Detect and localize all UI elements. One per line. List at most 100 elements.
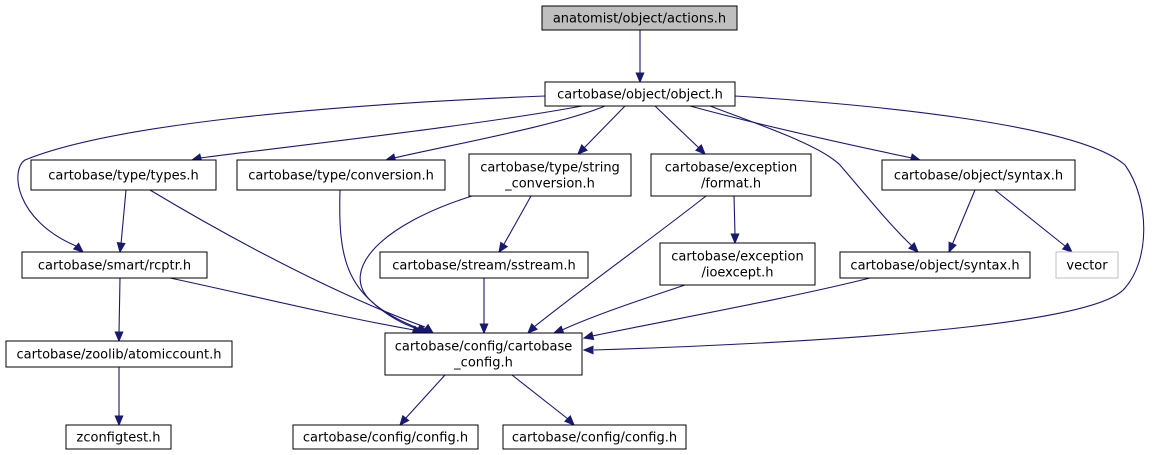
node-box bbox=[541, 5, 738, 31]
edge-line bbox=[359, 195, 473, 330]
node-types[interactable]: cartobase/type/types.h bbox=[30, 159, 217, 191]
node-stringconv[interactable]: cartobase/type/string_conversion.h bbox=[468, 153, 632, 197]
node-atomic[interactable]: cartobase/zoolib/atomiccount.h bbox=[5, 340, 233, 368]
edge-types-to-rcptr bbox=[116, 189, 127, 254]
edge-line bbox=[404, 374, 446, 420]
edge-line bbox=[511, 374, 569, 420]
node-zconfig[interactable]: zconfigtest.h bbox=[65, 424, 172, 450]
node-label: _config.h bbox=[453, 356, 513, 371]
node-box bbox=[502, 424, 687, 450]
edge-object-to-types bbox=[190, 105, 583, 163]
node-config2[interactable]: cartobase/config/config.h bbox=[502, 424, 687, 450]
edge-line bbox=[951, 189, 976, 246]
edge-atomic-to-zconfig bbox=[114, 367, 124, 427]
edge-syntax2-to-cbconfig bbox=[582, 277, 871, 341]
node-label: zconfigtest.h bbox=[77, 431, 161, 446]
node-label: cartobase/object/syntax.h bbox=[850, 259, 1019, 274]
arrow-head bbox=[1061, 242, 1073, 253]
arrow-head bbox=[498, 241, 509, 254]
node-label: cartobase/type/types.h bbox=[48, 169, 198, 184]
node-label: cartobase/object/syntax.h bbox=[894, 169, 1063, 184]
nodes-layer: anatomist/object/actions.h cartobase/obje… bbox=[5, 5, 1119, 450]
node-box bbox=[839, 251, 1031, 279]
node-actions: anatomist/object/actions.h bbox=[541, 5, 738, 31]
node-box bbox=[236, 159, 446, 191]
edge-line bbox=[593, 95, 1145, 351]
edge-object-to-conversion bbox=[384, 105, 606, 163]
node-label: cartobase/zoolib/atomiccount.h bbox=[17, 348, 222, 363]
node-box bbox=[468, 153, 632, 197]
node-config1[interactable]: cartobase/config/config.h bbox=[292, 424, 479, 450]
node-label: cartobase/object/object.h bbox=[557, 88, 723, 103]
node-box bbox=[30, 159, 217, 191]
node-box bbox=[21, 251, 208, 279]
arrow-head bbox=[114, 331, 124, 343]
edge-line bbox=[149, 189, 426, 328]
node-box bbox=[384, 332, 583, 376]
edge-line bbox=[120, 189, 127, 245]
edge-cbconfig-to-config1 bbox=[399, 374, 446, 426]
node-box bbox=[379, 251, 589, 279]
node-conversion[interactable]: cartobase/type/conversion.h bbox=[236, 159, 446, 191]
arrow-head bbox=[564, 415, 575, 426]
edge-line bbox=[502, 195, 532, 247]
edge-line bbox=[169, 277, 415, 331]
node-label: cartobase/config/cartobase bbox=[395, 340, 573, 355]
edge-line bbox=[654, 105, 700, 149]
edge-ioexcept-to-cbconfig bbox=[552, 284, 686, 334]
node-label: /format.h bbox=[701, 177, 761, 192]
arrow-head bbox=[527, 323, 538, 334]
edge-line bbox=[583, 105, 626, 149]
node-box bbox=[659, 242, 816, 286]
arrow-head bbox=[582, 331, 595, 341]
node-label: cartobase/smart/rcptr.h bbox=[38, 259, 191, 274]
edge-line bbox=[591, 277, 871, 337]
edge-line bbox=[689, 105, 913, 159]
edge-line bbox=[994, 189, 1066, 247]
arrow-head bbox=[635, 72, 645, 84]
edge-line bbox=[733, 195, 736, 236]
node-label: cartobase/exception bbox=[665, 161, 797, 176]
edge-object-to-syntax2 bbox=[709, 105, 919, 253]
edge-line bbox=[709, 105, 913, 247]
edge-line bbox=[199, 105, 583, 159]
edge-syntax1-to-syntax2 bbox=[948, 189, 976, 254]
edge-line bbox=[339, 189, 421, 330]
edge-format-to-cbconfig bbox=[527, 195, 707, 334]
node-rcptr[interactable]: cartobase/smart/rcptr.h bbox=[21, 251, 208, 279]
edge-line bbox=[118, 277, 121, 334]
node-vector: vector bbox=[1055, 251, 1119, 279]
arrow-head bbox=[72, 242, 84, 253]
edge-stringconv-to-sstream bbox=[498, 195, 532, 254]
node-ioexcept[interactable]: cartobase/exception/ioexcept.h bbox=[659, 242, 816, 286]
node-syntax1[interactable]: cartobase/object/syntax.h bbox=[881, 159, 1076, 191]
node-label: cartobase/type/conversion.h bbox=[248, 169, 434, 184]
node-label: cartobase/config/config.h bbox=[512, 431, 677, 446]
edge-rcptr-to-cbconfig bbox=[169, 277, 424, 334]
node-label: cartobase/exception bbox=[671, 250, 803, 265]
node-label: cartobase/type/string bbox=[480, 161, 620, 176]
edge-object-to-rcptr bbox=[17, 95, 546, 253]
edge-actions-to-object bbox=[635, 30, 645, 84]
node-box bbox=[292, 424, 479, 450]
node-box bbox=[544, 81, 736, 107]
edges-layer bbox=[17, 30, 1145, 427]
node-box bbox=[1055, 251, 1119, 279]
node-label: /ioexcept.h bbox=[701, 266, 773, 281]
arrow-head bbox=[577, 144, 588, 155]
node-label: vector bbox=[1066, 259, 1108, 274]
node-box bbox=[5, 340, 233, 368]
edge-format-to-ioexcept bbox=[730, 195, 740, 245]
node-label: _conversion.h bbox=[504, 177, 595, 192]
edge-line bbox=[393, 105, 606, 159]
node-sstream[interactable]: cartobase/stream/sstream.h bbox=[379, 251, 589, 279]
node-syntax2[interactable]: cartobase/object/syntax.h bbox=[839, 251, 1031, 279]
node-cbconfig[interactable]: cartobase/config/cartobase_config.h bbox=[384, 332, 583, 376]
node-format[interactable]: cartobase/exception/format.h bbox=[650, 153, 812, 197]
arrow-head bbox=[948, 241, 957, 254]
edge-object-to-format bbox=[654, 105, 706, 155]
node-box bbox=[65, 424, 172, 450]
arrow-head bbox=[116, 242, 126, 254]
node-object[interactable]: cartobase/object/object.h bbox=[544, 81, 736, 107]
